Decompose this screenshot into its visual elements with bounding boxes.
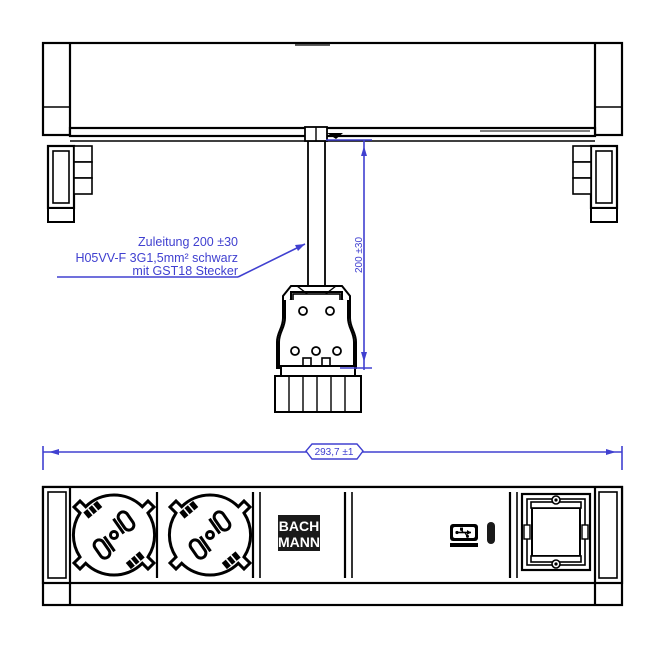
cable-note-line1: Zuleitung 200 ±30 xyxy=(138,235,238,249)
cable-note-leader xyxy=(237,243,306,278)
schuko-socket-1[interactable] xyxy=(71,493,157,577)
cable-length-dimension-label: 200 ±30 xyxy=(354,237,365,274)
left-mounting-bracket xyxy=(46,144,93,223)
dimension-box xyxy=(305,443,364,460)
brand-logo-plate xyxy=(278,515,320,551)
keystone-screw-bottom-core xyxy=(554,562,558,566)
top-view: 200 ±30 Zuleitung 200 ±30 H05VV-F 3G1,5m… xyxy=(41,41,624,413)
profile-body xyxy=(41,41,624,137)
keystone-module[interactable] xyxy=(520,492,592,572)
gland-arrow xyxy=(327,133,343,139)
cable-note: Zuleitung 200 ±30 H05VV-F 3G1,5mm² schwa… xyxy=(57,235,306,278)
brand-logo-line1: BACH xyxy=(279,518,319,534)
status-led xyxy=(487,522,495,544)
brand-panel: BACH MANN xyxy=(278,515,320,551)
brand-logo-line2: MANN xyxy=(278,534,320,550)
keystone-latch-right xyxy=(581,524,589,540)
gst18-connector xyxy=(274,285,362,413)
overall-width-dimension: 293,7 ±1 xyxy=(42,443,623,470)
right-mounting-bracket xyxy=(572,144,619,223)
usb-charger-icon xyxy=(450,524,478,547)
cable-note-line2: H05VV-F 3G1,5mm² schwarz xyxy=(75,251,238,265)
left-endcap-inner xyxy=(47,491,67,579)
keystone-latch-left xyxy=(523,524,531,540)
cable-length-dimension: 200 ±30 xyxy=(326,139,372,370)
right-endcap-inner xyxy=(598,491,618,579)
schuko-socket-2[interactable] xyxy=(167,493,253,577)
cable-note-arrow xyxy=(295,244,305,251)
cable-note-line3: mit GST18 Stecker xyxy=(132,264,238,278)
usb-charger-panel[interactable] xyxy=(450,522,495,547)
keystone-aperture xyxy=(531,507,581,557)
bottom-view: BACH MANN xyxy=(41,485,624,607)
overall-width-dimension-label: 293,7 ±1 xyxy=(315,447,354,458)
keystone-screw-top-core xyxy=(554,498,558,502)
